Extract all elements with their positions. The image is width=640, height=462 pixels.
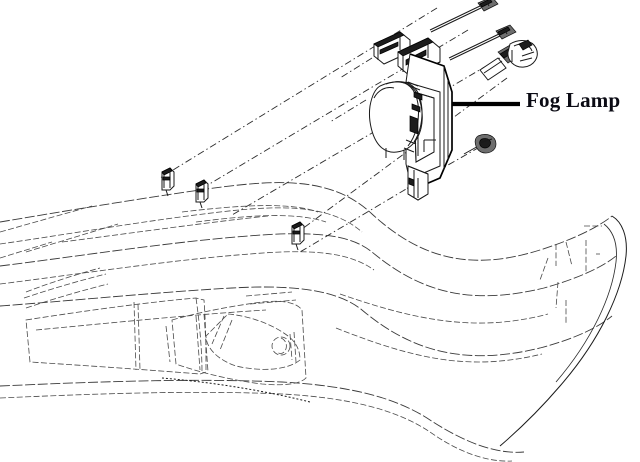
bulb-socket xyxy=(479,39,538,81)
lamp-lens xyxy=(369,81,423,160)
aim-screw-upper xyxy=(429,0,499,33)
retainer-clip-2 xyxy=(195,179,209,209)
bumper-fascia xyxy=(0,182,627,462)
lamp-lower-foot xyxy=(407,165,429,201)
fog-lamp-opening xyxy=(165,291,307,386)
mount-screw-lower xyxy=(463,134,497,155)
fog-lamp-assembly xyxy=(369,31,453,201)
retainer-clip-1 xyxy=(161,167,175,197)
grille-opening xyxy=(25,297,207,375)
aim-screw-middle xyxy=(448,24,517,61)
retainer-clip-3 xyxy=(291,221,305,251)
fog-lamp-callout-label: Fog Lamp xyxy=(526,88,621,112)
